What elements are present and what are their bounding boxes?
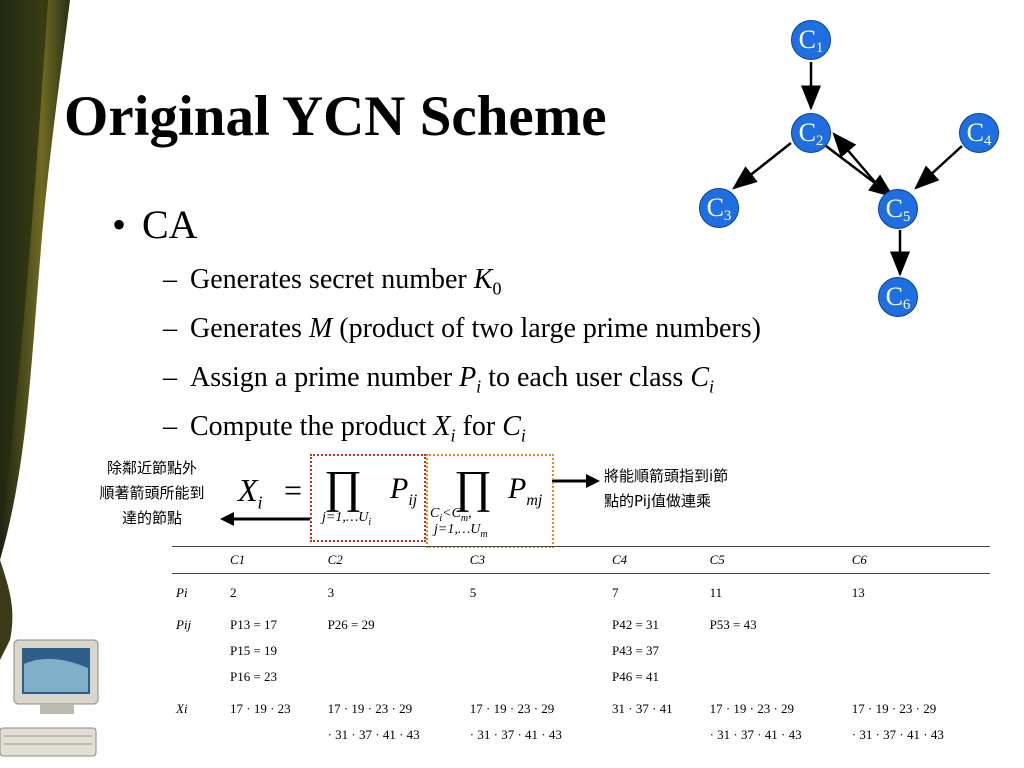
bullet-ca: • CA <box>112 205 198 245</box>
node-c6: C6 <box>878 277 918 317</box>
row-label-xi: Xi <box>176 701 188 716</box>
note-right: 將能順箭頭指到i節 點的Pij值做連乘 <box>604 467 729 510</box>
sub-bullet-secret-number: –Generates secret number K0 <box>163 264 502 299</box>
graph-edges <box>732 62 963 277</box>
node-c2: C2 <box>791 113 831 153</box>
cell-xi: 17 · 19 · 23 · 29· 31 · 37 · 41 · 43 <box>709 701 802 742</box>
node-c3: C3 <box>699 188 739 228</box>
sub-bullet-assign-prime: –Assign a prime number Pi to each user c… <box>163 362 715 397</box>
row-label-pi: Pi <box>176 585 188 600</box>
row-label-pij: Pij <box>176 617 192 632</box>
arrow-right-icon <box>552 474 600 488</box>
formula-term-pij: Pij <box>390 472 418 509</box>
edge-c4-c5 <box>914 145 963 190</box>
sub-bullet-compute-product: –Compute the product Xi for Ci <box>163 411 526 446</box>
bullet-dot-icon: • <box>112 202 127 247</box>
formula-equals: = <box>284 472 303 508</box>
cell-xi: 17 · 19 · 23 · 29· 31 · 37 · 41 · 43 <box>327 701 420 742</box>
cell-xi: 17 · 19 · 23 · 29· 31 · 37 · 41 · 43 <box>469 701 562 742</box>
arrow-left-icon <box>220 512 310 526</box>
cell-pi: 13 <box>851 585 865 600</box>
table-header-c2: C2 <box>323 546 466 574</box>
cell-pij: P26 = 29 <box>327 617 375 632</box>
note-left: 除鄰近節點外 順著箭頭所能到 達的節點 <box>99 459 205 527</box>
sub-bullet-generates-m: –Generates M (product of two large prime… <box>163 313 761 344</box>
product-symbol-2: ∏ <box>454 461 492 512</box>
table-header-blank <box>172 546 226 574</box>
table-header-row: C1 C2 C3 C4 C5 C6 <box>172 546 990 574</box>
cell-xi: 31 · 37 · 41 <box>611 701 673 716</box>
table-row-pi: Pi 2 3 5 7 11 13 <box>172 574 990 607</box>
cell-pi: 2 <box>230 585 237 600</box>
product-symbol-1: ∏ <box>324 461 362 512</box>
table-header-c3: C3 <box>465 546 608 574</box>
table-header-c5: C5 <box>705 546 848 574</box>
formula-box-adjacent <box>310 454 426 542</box>
edge-c2-c5 <box>825 145 894 198</box>
table-header-c6: C6 <box>847 546 990 574</box>
cell-xi: 17 · 19 · 23 <box>230 701 291 716</box>
table-header-c1: C1 <box>226 546 324 574</box>
cell-pi: 5 <box>469 585 477 600</box>
cell-xi: 17 · 19 · 23 · 29· 31 · 37 · 41 · 43 <box>851 701 944 742</box>
class-hierarchy-graph: C1 C2 C3 C4 C5 C6 <box>680 0 1024 330</box>
formula-range-2b: j=1,…Um <box>434 522 488 540</box>
product-formula: Xi = ∏ Pij j=1,…Ui ∏ Pmj Ci<Cm, j=1,…Um <box>232 448 592 548</box>
formula-range-1: j=1,…Ui <box>322 510 372 528</box>
cell-pij <box>466 606 608 690</box>
slide-title: Original YCN Scheme <box>64 85 607 148</box>
cell-pi: 3 <box>327 585 335 600</box>
bullet-ca-text: CA <box>142 202 198 247</box>
cell-pij <box>848 606 990 690</box>
decorative-sidebar <box>0 0 99 757</box>
cell-pi: 7 <box>611 585 619 600</box>
formula-lhs: Xi <box>238 472 263 513</box>
node-c4: C4 <box>959 113 999 153</box>
edge-c2-c3 <box>732 142 792 190</box>
node-c1: C1 <box>791 20 831 60</box>
formula-range-2a: Ci<Cm, <box>430 506 472 524</box>
cell-pi: 11 <box>709 585 723 600</box>
edge-c5-c2 <box>832 132 881 189</box>
table-row-xi: Xi 17 · 19 · 23 17 · 19 · 23 · 29· 31 · … <box>172 690 990 748</box>
prime-table: C1 C2 C3 C4 C5 C6 Pi 2 3 5 7 11 13 Pij P… <box>172 546 990 748</box>
cell-pij: P53 = 43 <box>709 617 757 632</box>
formula-term-pmj: Pmj <box>508 472 543 509</box>
node-c5: C5 <box>878 189 918 229</box>
table-header-c4: C4 <box>607 546 706 574</box>
